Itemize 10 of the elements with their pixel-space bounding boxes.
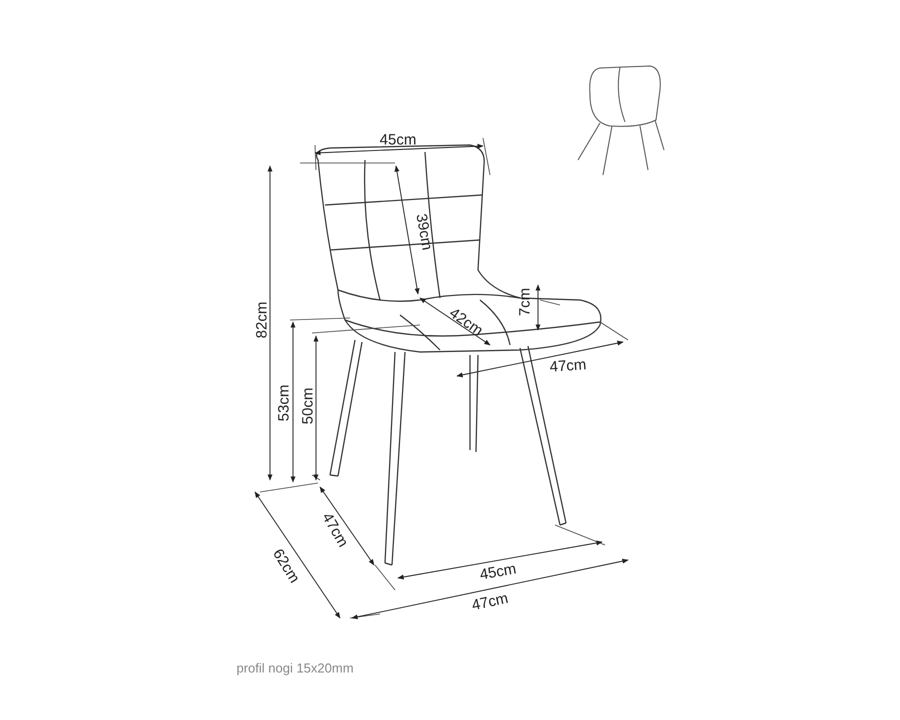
dimension-label: 47cm [549, 357, 587, 375]
dimension-label: 45cm [380, 132, 416, 148]
dimension-label: 82cm [254, 302, 270, 338]
dimension-label: 47cm [470, 590, 510, 614]
dimension-label: 50cm [300, 388, 316, 424]
dimension-label: 7cm [518, 288, 532, 316]
note-text: profil nogi 15x20mm [236, 662, 354, 674]
dimension-label: 39cm [413, 212, 435, 252]
dimension-label: 45cm [478, 561, 518, 583]
dimension-label: 53cm [276, 384, 292, 422]
